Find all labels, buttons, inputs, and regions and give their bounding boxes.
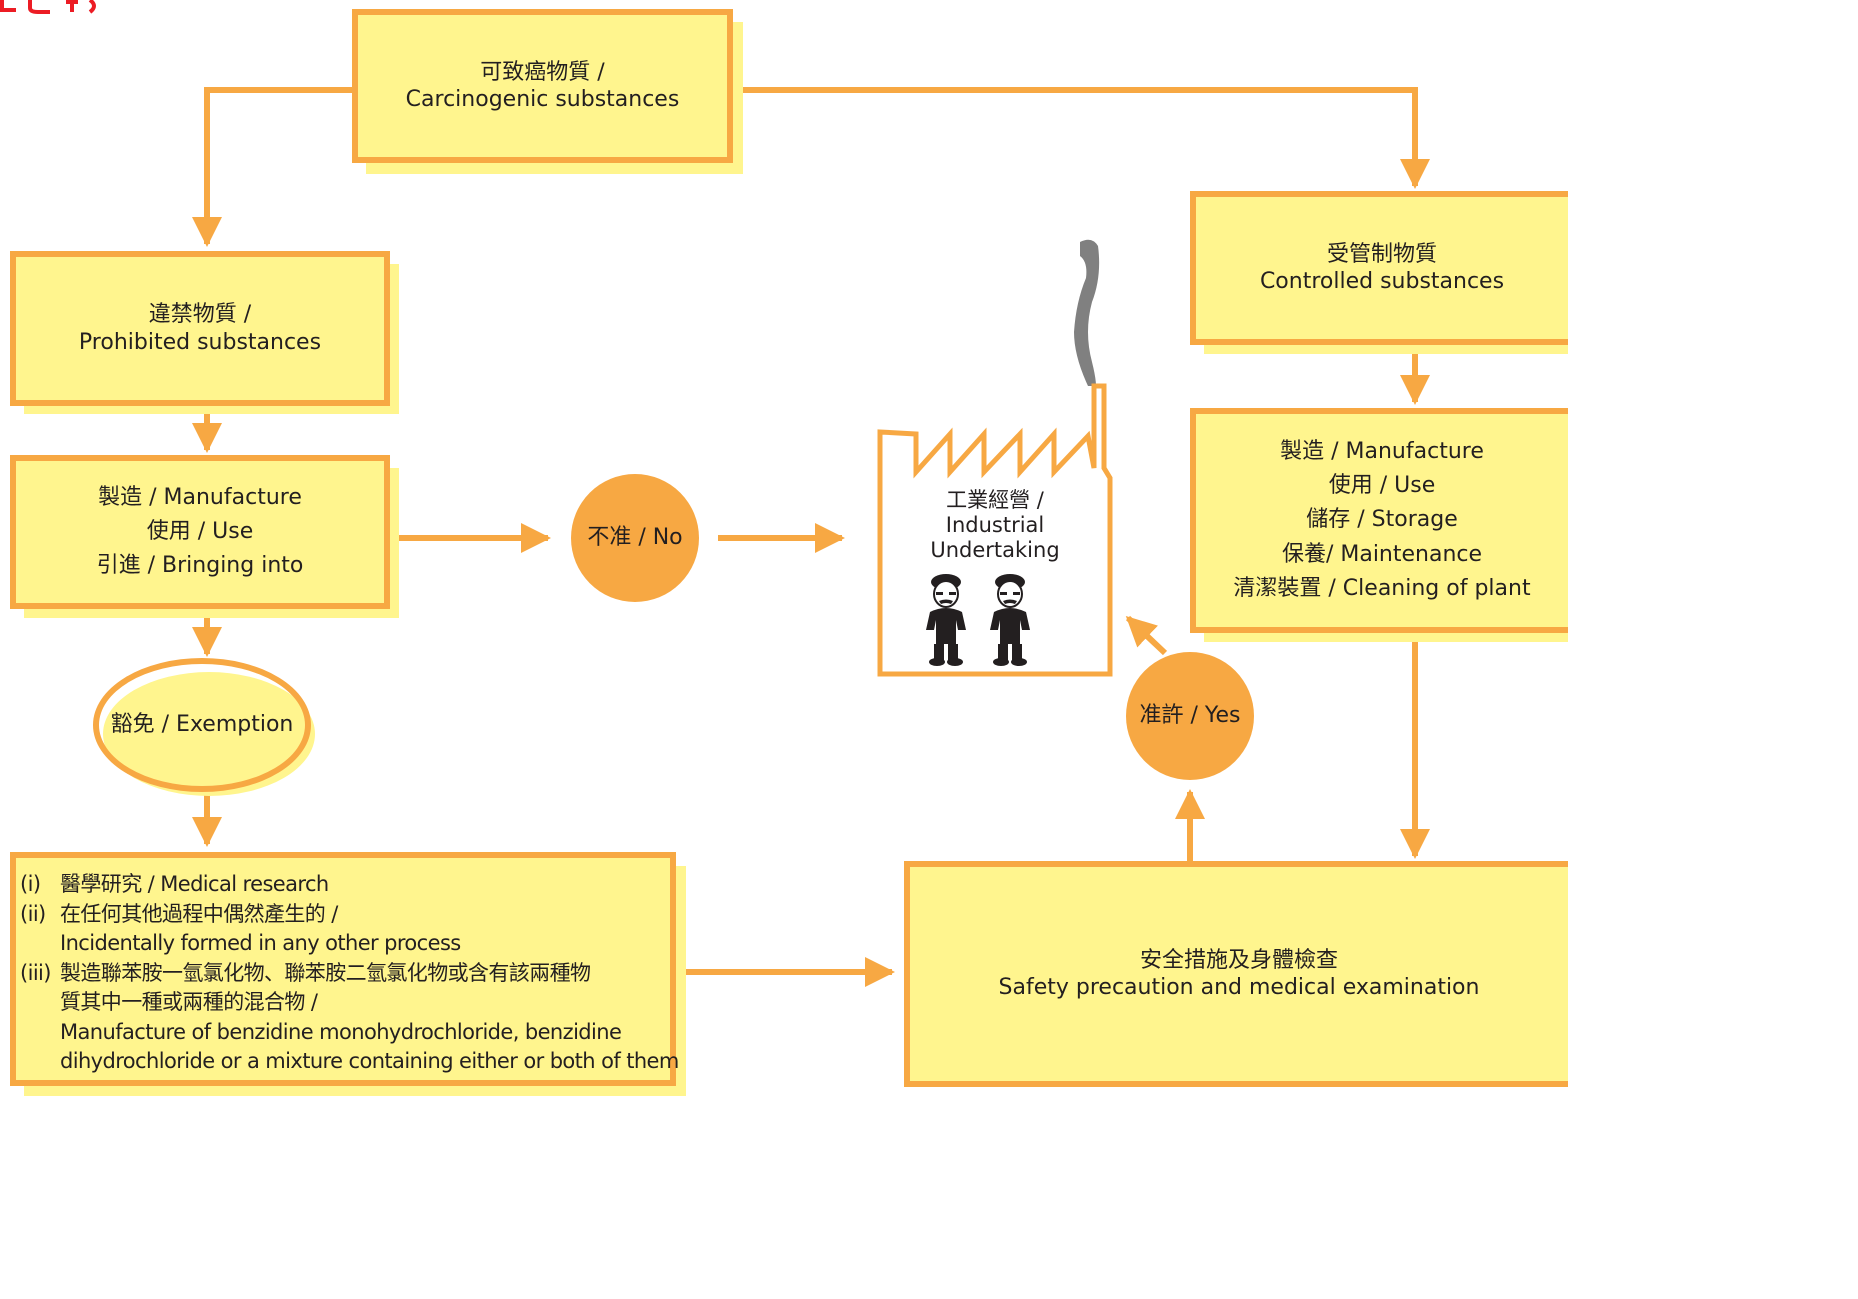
prohibited-en: Prohibited substances [78,329,322,355]
exemption-1-line-1: 醫學研究 / Medical research [60,872,329,896]
industrial-undertaking-label: 工業經營 / Industrial Undertaking [905,488,1085,564]
prohibited-activities-box: 製造 / Manufacture 使用 / Use 引進 / Bringing … [10,455,390,609]
carcinogenic-zh: 可致癌物質 / [480,59,605,85]
safety-en: Safety precaution and medical examinatio… [998,975,1480,1000]
workers-icon [926,574,1030,666]
edge-yes-to-industrial [1125,615,1168,656]
cropped-heading-mark [0,0,96,14]
carcinogenic-box: 可致癌物質 / Carcinogenic substances [352,9,733,163]
exemption-num-2: (ii) [20,901,46,926]
controlled-activity-use: 使用 / Use [1328,473,1436,499]
exemption-item-2: (ii) 在任何其他過程中偶然產生的 / Incidentally formed… [20,900,670,959]
exemption-label: 豁免 / Exemption [110,712,294,738]
controlled-activity-cleaning: 清潔裝置 / Cleaning of plant [1233,575,1531,601]
controlled-activity-maintenance: 保養/ Maintenance [1281,541,1483,567]
exemption-2-line-2: Incidentally formed in any other process [60,931,461,955]
safety-box: 安全措施及身體檢查 Safety precaution and medical … [904,861,1568,1087]
exemption-3-line-3: Manufacture of benzidine monohydrochlori… [60,1019,622,1044]
prohibited-zh: 違禁物質 / [148,302,252,327]
exemption-2-line-1: 在任何其他過程中偶然產生的 / [60,901,338,926]
exemption-num-3: (iii) [20,960,51,985]
no-label: 不准 / No [587,525,683,551]
exemption-3-line-2: 質其中一種或兩種的混合物 / [60,990,318,1014]
controlled-zh: 受管制物質 [1326,241,1437,267]
controlled-activity-manufacture: 製造 / Manufacture [1280,439,1484,465]
no-decision: 不准 / No [571,474,699,602]
carcinogenic-en: Carcinogenic substances [405,87,680,112]
activity-bringing-into: 引進 / Bringing into [96,553,304,579]
prohibited-box: 違禁物質 / Prohibited substances [10,251,390,406]
exemptions-list: (i) 醫學研究 / Medical research (ii) 在任何其他過程… [20,870,679,1077]
controlled-box: 受管制物質 Controlled substances [1190,191,1568,345]
activity-manufacture: 製造 / Manufacture [98,484,302,510]
activity-use: 使用 / Use [146,518,254,544]
edge-carcinogenic-to-prohibited [192,87,355,247]
factory-icon [877,239,1113,677]
flow-connectors [192,87,1430,987]
yes-decision: 准許 / Yes [1126,652,1254,780]
controlled-en: Controlled substances [1259,269,1505,294]
industrial-en-2: Undertaking [930,538,1060,563]
exemption-3-line-1: 製造聯苯胺一氫氯化物、聯苯胺二氫氯化物或含有該兩種物 [60,960,591,985]
exemption-item-1: (i) 醫學研究 / Medical research [20,870,670,900]
exemption-3-line-4: dihydrochloride or a mixture containing … [60,1049,679,1073]
safety-zh: 安全措施及身體檢查 [1139,947,1338,973]
industrial-zh: 工業經營 / [946,488,1044,512]
industrial-en-1: Industrial [945,513,1045,538]
yes-label: 准許 / Yes [1139,703,1241,729]
exemption-num-1: (i) [20,872,41,896]
exemption-ellipse: 豁免 / Exemption [93,658,311,792]
exemptions-box [10,852,676,1086]
exemption-item-3: (iii) 製造聯苯胺一氫氯化物、聯苯胺二氫氯化物或含有該兩種物 質其中一種或兩… [20,959,679,1077]
controlled-activities-box: 製造 / Manufacture 使用 / Use 儲存 / Storage 保… [1190,408,1568,633]
edge-carcinogenic-to-controlled [733,87,1430,189]
controlled-activity-storage: 儲存 / Storage [1306,507,1458,533]
